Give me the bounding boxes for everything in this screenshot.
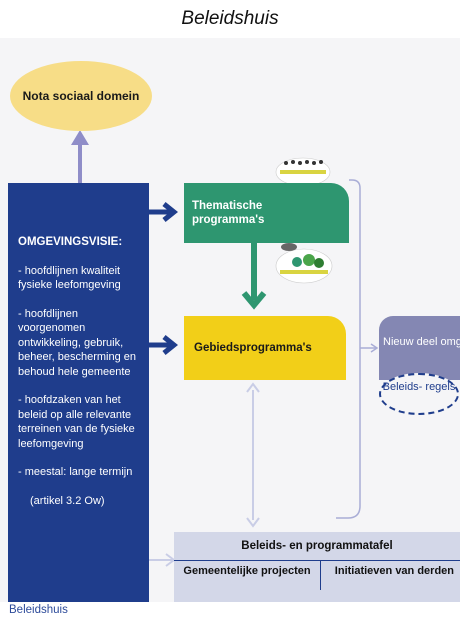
beleids-programmatafel-box: Beleids- en programmatafel Gemeentelijke… bbox=[174, 532, 460, 602]
figure-caption: Beleidshuis bbox=[9, 604, 68, 616]
nota-label: Nota sociaal domein bbox=[22, 89, 140, 103]
visie-reference: (artikel 3.2 Ow) bbox=[30, 494, 105, 507]
gebied-tafel-arrow bbox=[246, 382, 260, 528]
tafel-col-initiatieven: Initiatieven van derden bbox=[334, 565, 454, 577]
nieuw-label: Nieuw deel omgevingsplan bbox=[383, 336, 460, 348]
people-illustration bbox=[275, 157, 331, 187]
thema-to-gebied-arrow bbox=[241, 243, 267, 310]
visie-item: - hoofdzaken van het beleid op alle rele… bbox=[18, 394, 135, 450]
visie-item: - hoofdlijnen kwaliteit fysieke leefomge… bbox=[18, 264, 121, 292]
page-title: Beleidshuis bbox=[181, 8, 279, 29]
nature-illustration bbox=[275, 243, 333, 284]
tafel-divider bbox=[174, 560, 460, 561]
visie-item: - hoofdlijnen voorgenomen ontwikkeling, … bbox=[18, 307, 137, 378]
beleidsregels-ellipse: Beleids- regels bbox=[379, 373, 459, 415]
omgevingsvisie-heading: OMGEVINGSVISIE: bbox=[18, 236, 123, 248]
visie-item: - meestal: lange termijn bbox=[18, 466, 133, 478]
gebied-label: Gebiedsprogramma's bbox=[194, 342, 312, 354]
visie-to-thema-arrow bbox=[149, 202, 179, 222]
bracket-line bbox=[336, 179, 379, 519]
tafel-column-divider bbox=[320, 560, 321, 590]
regels-label: Beleids- regels bbox=[382, 381, 456, 393]
nota-sociaal-domein-box: Nota sociaal domein bbox=[10, 61, 152, 131]
thematische-programmas-box: Thematische programma's bbox=[184, 183, 349, 243]
tafel-title: Beleids- en programmatafel bbox=[241, 540, 393, 552]
visie-to-gebied-arrow bbox=[149, 335, 179, 355]
omgevingsvisie-box: OMGEVINGSVISIE: - hoofdlijnen kwaliteit … bbox=[8, 183, 149, 602]
gebiedsprogrammas-box: Gebiedsprogramma's bbox=[184, 316, 346, 380]
thema-label: Thematische programma's bbox=[192, 200, 265, 226]
tafel-col-gemeentelijke: Gemeentelijke projecten bbox=[183, 565, 311, 577]
nieuw-deel-omgevingsplan-box: Nieuw deel omgevingsplan bbox=[379, 316, 460, 380]
